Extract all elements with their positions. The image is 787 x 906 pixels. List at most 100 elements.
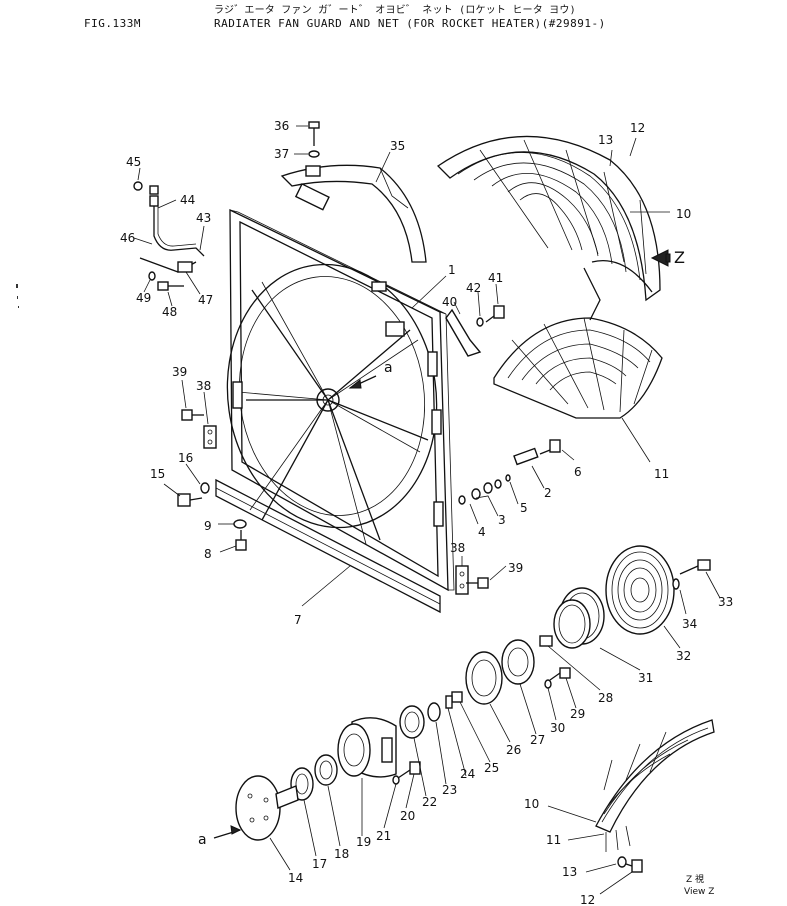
callout-25: 25 — [484, 761, 499, 775]
callout-49: 49 — [136, 291, 151, 305]
marker-z: Z — [674, 248, 685, 267]
callout-40: 40 — [442, 295, 457, 309]
bolt-20-21 — [392, 761, 421, 785]
frame-bracket-right-lower — [433, 501, 444, 527]
bottom-cover-bar — [215, 478, 441, 614]
spring-rings-31 — [553, 587, 605, 649]
bolt-33 — [679, 559, 711, 575]
callout-32: 32 — [676, 649, 691, 663]
marker-a-bottom-arrow — [213, 825, 242, 839]
stud-2 — [513, 447, 539, 466]
callout-33: 33 — [718, 595, 733, 609]
callout-26: 26 — [506, 743, 521, 757]
callout-41: 41 — [488, 271, 503, 285]
clip-38-upper — [203, 425, 217, 449]
frame-top-tab — [371, 281, 387, 292]
bolt-6 — [539, 439, 561, 455]
callout-36: 36 — [274, 119, 289, 133]
callout-7: 7 — [294, 613, 302, 627]
callout-12: 12 — [630, 121, 645, 135]
callout-44: 44 — [180, 193, 195, 207]
snap-ring-23 — [427, 702, 441, 722]
callout-29: 29 — [570, 707, 585, 721]
callout-15: 15 — [150, 467, 165, 481]
marker-a-top: a — [384, 360, 393, 376]
callout-8: 8 — [204, 547, 212, 561]
bolt-8 — [235, 530, 247, 551]
callout-10: 10 — [676, 207, 691, 221]
fan-blade-lines — [246, 289, 429, 541]
callout-39-lower: 39 — [508, 561, 523, 575]
callout-47: 47 — [198, 293, 213, 307]
callout-38-lower: 38 — [450, 541, 465, 555]
callout-48: 48 — [162, 305, 177, 319]
bolt-29 — [549, 667, 571, 681]
bolt-41 — [485, 305, 505, 323]
callout-39: 39 — [172, 365, 187, 379]
figure-number: FIG.133M — [84, 17, 141, 30]
callout-1: 1 — [448, 263, 456, 277]
nut-45 — [133, 181, 143, 191]
callout-23: 23 — [442, 783, 457, 797]
washer-34 — [672, 578, 680, 590]
frame-side-tab — [385, 321, 405, 337]
view-z-washer-13 — [617, 856, 627, 868]
callout-21: 21 — [376, 829, 391, 843]
callout-30: 30 — [550, 721, 565, 735]
shroud-plate-part — [280, 164, 427, 263]
washer-37 — [308, 150, 320, 158]
bolt-28 — [539, 635, 553, 647]
frame-top-mount — [294, 183, 330, 211]
frame-bracket-right-upper — [427, 351, 438, 377]
fan-shroud-ring — [226, 263, 438, 529]
bracket-40 — [445, 308, 482, 357]
callout-13: 13 — [598, 133, 613, 147]
callout-labels: 1 2 3 4 5 6 7 8 9 10 11 12 13 14 15 16 1… — [120, 119, 733, 906]
marker-a-bottom: a — [198, 832, 207, 848]
scan-specks — [16, 284, 19, 308]
bearing-22 — [399, 705, 425, 739]
washer-9 — [233, 519, 247, 529]
callout-view-10: 10 — [524, 797, 539, 811]
washer-30 — [544, 679, 552, 689]
callout-18: 18 — [334, 847, 349, 861]
z-view-arrow — [650, 249, 671, 267]
radiator-frame-part — [226, 183, 455, 592]
pipe-assembly-43-46 — [139, 185, 205, 273]
callout-11: 11 — [654, 467, 669, 481]
lock-plate-24 — [445, 695, 453, 709]
callout-42: 42 — [466, 281, 481, 295]
fastener-bolt-36 — [308, 121, 320, 146]
flange-27 — [501, 639, 535, 685]
view-z-inset-guard — [595, 719, 715, 852]
bolt-15 — [177, 493, 203, 507]
callout-16: 16 — [178, 451, 193, 465]
fan-guard-lower — [493, 267, 663, 419]
callout-22: 22 — [422, 795, 437, 809]
view-z-label: View Z — [684, 887, 714, 897]
bolt-48 — [157, 281, 184, 291]
callout-view-13: 13 — [562, 865, 577, 879]
washer-42 — [476, 317, 484, 327]
callout-2: 2 — [544, 486, 552, 500]
callout-35: 35 — [390, 139, 405, 153]
callout-45: 45 — [126, 155, 141, 169]
fan-guard-upper — [436, 135, 661, 302]
callout-27: 27 — [530, 733, 545, 747]
callout-4: 4 — [478, 525, 486, 539]
fan-pulley-32 — [605, 545, 675, 635]
callout-24: 24 — [460, 767, 475, 781]
callout-20: 20 — [400, 809, 415, 823]
hub-housing-19 — [337, 717, 397, 778]
frame-bracket-left — [232, 381, 243, 409]
callout-31: 31 — [638, 671, 653, 685]
gasket-26 — [465, 651, 503, 705]
callout-6: 6 — [574, 465, 582, 479]
callout-46: 46 — [120, 231, 135, 245]
callout-38: 38 — [196, 379, 211, 393]
callout-17: 17 — [312, 857, 327, 871]
callout-5: 5 — [520, 501, 528, 515]
bolt-39-upper — [181, 409, 204, 421]
clip-38-lower — [455, 565, 469, 595]
